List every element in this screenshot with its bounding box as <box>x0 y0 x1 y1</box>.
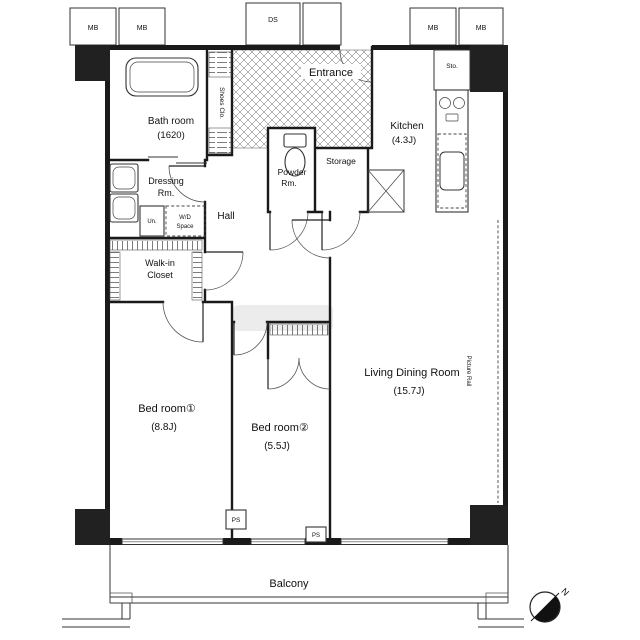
unit-box <box>139 205 165 237</box>
label-ps-1: PS <box>232 517 241 524</box>
kitchen-sink <box>439 151 465 191</box>
label-ps-2: PS <box>312 533 320 539</box>
closet-tick-bands <box>109 51 329 336</box>
stove-grill-icon <box>445 113 459 122</box>
entrance-label-bg <box>301 64 361 79</box>
stove-burner-icon <box>453 97 465 109</box>
toilet <box>283 133 307 177</box>
label-bath-name: Bath room <box>148 116 194 127</box>
kitchen-storage-box <box>433 49 471 91</box>
label-kitchen-name: Kitchen <box>390 121 423 132</box>
label-hall: Hall <box>217 211 234 222</box>
label-sto: Sto. <box>446 63 458 70</box>
label-bath-size: (1620) <box>157 130 184 141</box>
label-living-name: Living Dining Room <box>364 367 459 379</box>
stove-burner-icon <box>439 97 451 109</box>
label-mb-2: MB <box>137 25 148 32</box>
label-entrance: Entrance <box>309 67 353 79</box>
structural-pillars <box>75 45 508 545</box>
pipe-space-box-1 <box>225 509 247 530</box>
bathtub <box>125 57 199 97</box>
refrigerator-space <box>367 169 405 213</box>
balcony-divider-left <box>109 592 133 604</box>
overhead-cabinet-dashed <box>437 133 467 209</box>
label-bedroom1-size: (8.8J) <box>151 422 177 433</box>
label-wd-2: Space <box>176 224 194 230</box>
label-powder-1: Powder <box>278 167 307 177</box>
label-wd-1: W/D <box>179 215 191 221</box>
label-bedroom2-size: (5.5J) <box>264 441 290 452</box>
label-ds: DS <box>268 17 278 24</box>
label-mb-1: MB <box>88 25 99 32</box>
label-balcony: Balcony <box>269 578 309 590</box>
label-picture-rail: Picture Rail <box>465 356 471 387</box>
label-bedroom2-name: Bed room② <box>251 422 309 434</box>
label-mb-3: MB <box>428 25 439 32</box>
north-compass: N <box>529 586 571 623</box>
windows <box>121 538 449 545</box>
label-shoes-closet: Shoes Clo. <box>218 87 225 119</box>
balcony-divider-right <box>485 592 509 604</box>
label-kitchen-size: (4.3J) <box>392 135 416 146</box>
washbasin-units <box>109 163 139 223</box>
label-mb-4: MB <box>476 25 487 32</box>
north-label: N <box>559 586 571 598</box>
kitchen-counter <box>435 89 469 213</box>
labels: MB MB DS MB MB Entrance Bath room (1620)… <box>88 17 487 590</box>
label-living-size: (15.7J) <box>393 386 424 397</box>
doors <box>162 49 373 390</box>
label-walkin-1: Walk-in <box>145 258 175 268</box>
label-bedroom1-name: Bed room① <box>138 403 196 415</box>
label-powder-2: Rm. <box>281 178 297 188</box>
washer-dryer-space-box <box>165 205 206 237</box>
label-walkin-2: Closet <box>147 270 173 280</box>
label-un: Un. <box>147 219 157 225</box>
label-dressing-1: Dressing <box>148 176 184 186</box>
label-storage: Storage <box>326 156 356 166</box>
pipe-space-box-2 <box>305 526 327 543</box>
label-dressing-2: Rm. <box>158 188 175 198</box>
bath-sliding-door <box>148 156 207 164</box>
balcony-outline <box>62 545 524 628</box>
